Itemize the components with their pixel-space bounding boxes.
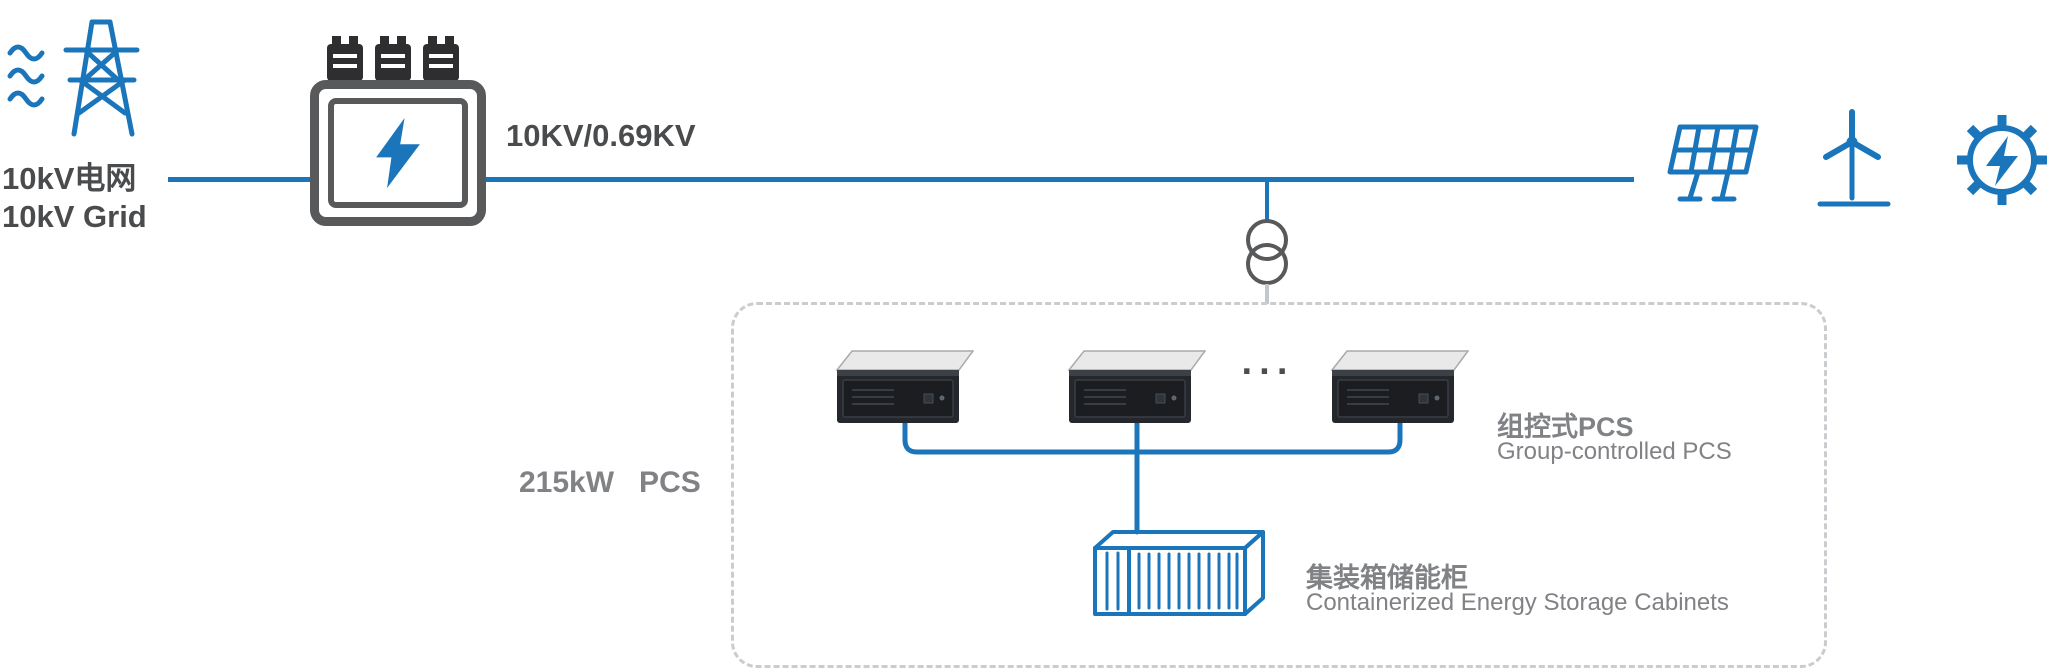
transformer-inner-frame bbox=[328, 98, 468, 208]
battery-icon bbox=[375, 36, 411, 81]
pcs-rating-label: 215kW PCS bbox=[519, 466, 701, 499]
storage-label-en: Containerized Energy Storage Cabinets bbox=[1306, 589, 1729, 616]
container-icon bbox=[1093, 530, 1265, 616]
grid-label-cn: 10kV电网 bbox=[2, 161, 137, 196]
battery-icon bbox=[327, 36, 363, 81]
pcs-bus-wiring bbox=[902, 417, 1403, 535]
grid-label: 10kV电网 10kV Grid bbox=[2, 160, 147, 236]
pcs-group-box bbox=[731, 302, 1827, 668]
pcs-group-label-cn: 组控式PCS bbox=[1497, 412, 1634, 442]
pcs-group-label-en: Group-controlled PCS bbox=[1497, 438, 1732, 465]
wind-turbine-icon bbox=[1817, 109, 1891, 207]
pcs-unit bbox=[1068, 350, 1206, 423]
pcs-ellipsis: ··· bbox=[1241, 351, 1295, 393]
battery-icon bbox=[423, 36, 459, 81]
drop-line-upper bbox=[1265, 182, 1269, 222]
transformer-bushings bbox=[326, 36, 460, 82]
solar-panel-icon bbox=[1667, 124, 1759, 202]
winding-circles-icon bbox=[1246, 219, 1288, 285]
grid-label-en: 10kV Grid bbox=[2, 199, 147, 234]
pcs-unit bbox=[1331, 350, 1469, 423]
storage-label-cn: 集装箱储能柜 bbox=[1306, 563, 1468, 593]
transformer-ratio-label: 10KV/0.69KV bbox=[506, 118, 696, 153]
transformer-icon bbox=[310, 80, 486, 226]
transmission-tower-icon bbox=[7, 19, 140, 137]
generator-gear-icon bbox=[1957, 115, 2047, 205]
pcs-unit bbox=[836, 350, 974, 423]
main-bus-line bbox=[168, 177, 1634, 182]
lightning-bolt-icon bbox=[376, 118, 420, 188]
drop-line-lower bbox=[1265, 284, 1269, 304]
